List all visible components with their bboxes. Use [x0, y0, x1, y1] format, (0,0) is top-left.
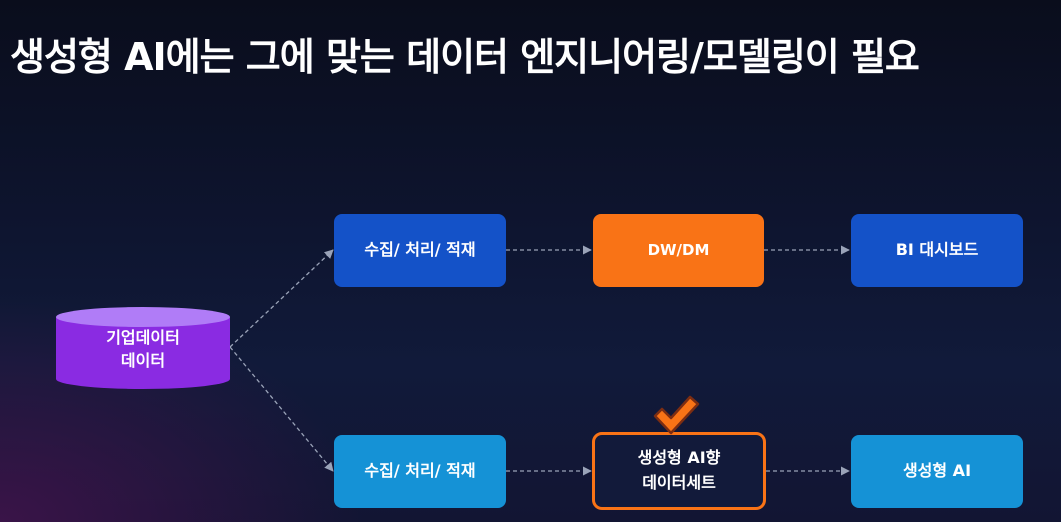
bottom-step-ai-dataset: 생성형 AI향 데이터세트 [592, 432, 766, 510]
top-step-dwdm: DW/DM [593, 214, 764, 287]
source-data-label: 기업데이터 데이터 [106, 328, 180, 371]
page-title: 생성형 AI에는 그에 맞는 데이터 엔지니어링/모델링이 필요 [10, 35, 920, 79]
top-step-bi-dashboard: BI 대시보드 [851, 214, 1023, 287]
bottom-step-collect: 수집/ 처리/ 적재 [334, 435, 506, 508]
bottom-step-generative-ai: 생성형 AI [851, 435, 1023, 508]
checkmark-icon [653, 395, 700, 435]
arrow-source-to-top [229, 249, 334, 348]
database-icon [56, 307, 230, 389]
top-step-collect: 수집/ 처리/ 적재 [334, 214, 506, 287]
arrow-source-to-bottom [229, 346, 334, 472]
